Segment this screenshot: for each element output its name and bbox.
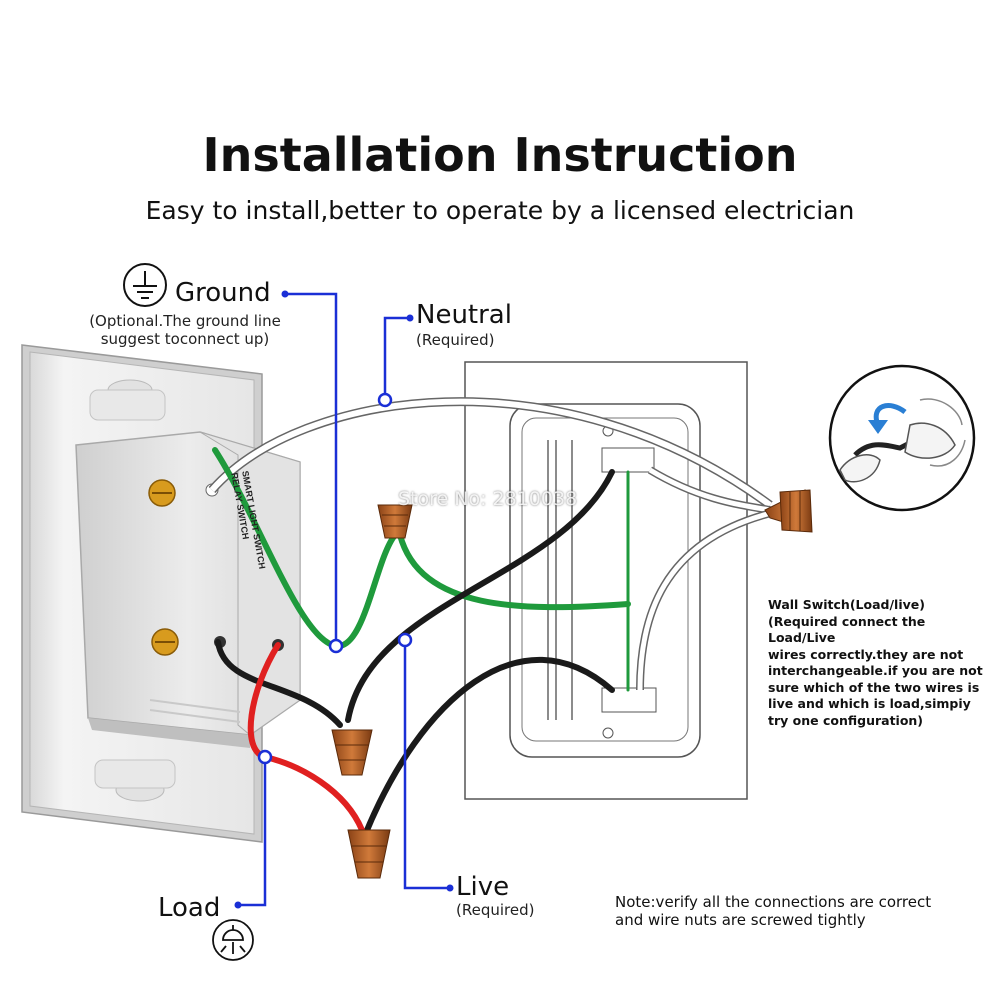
- live-label: Live: [456, 872, 510, 902]
- electrical-box: [464, 361, 748, 800]
- neutral-note: (Required): [416, 331, 495, 349]
- twist-arrow-icon: [868, 403, 907, 434]
- store-watermark: Store No: 2810038: [398, 488, 578, 510]
- neutral-wires: [208, 397, 776, 691]
- wire-nut-load: [347, 829, 391, 879]
- wire-nut-ground: [377, 504, 413, 539]
- connection-note: Note:verify all the connections are corr…: [615, 893, 932, 929]
- wall-switch-note: Wall Switch(Load/live) (Required connect…: [768, 597, 983, 728]
- twist-detail-inset: [828, 364, 976, 512]
- callout-points: [257, 392, 413, 765]
- wire-nut-neutral: [764, 489, 813, 533]
- ground-note: (Optional.The ground line suggest toconn…: [89, 312, 281, 348]
- neutral-label: Neutral: [416, 300, 512, 330]
- page-subtitle: Easy to install,better to operate by a l…: [145, 196, 855, 225]
- wire-nut-live: [331, 729, 373, 776]
- callout-lines: [238, 292, 450, 907]
- page-title: Installation Instruction: [202, 128, 798, 182]
- live-wires: [215, 469, 615, 838]
- live-note: (Required): [456, 901, 535, 919]
- ground-symbol-icon: [123, 263, 167, 307]
- ground-label: Ground: [175, 278, 271, 308]
- load-label: Load: [158, 893, 221, 923]
- lamp-icon: [212, 919, 254, 961]
- smart-switch-body: [75, 431, 301, 748]
